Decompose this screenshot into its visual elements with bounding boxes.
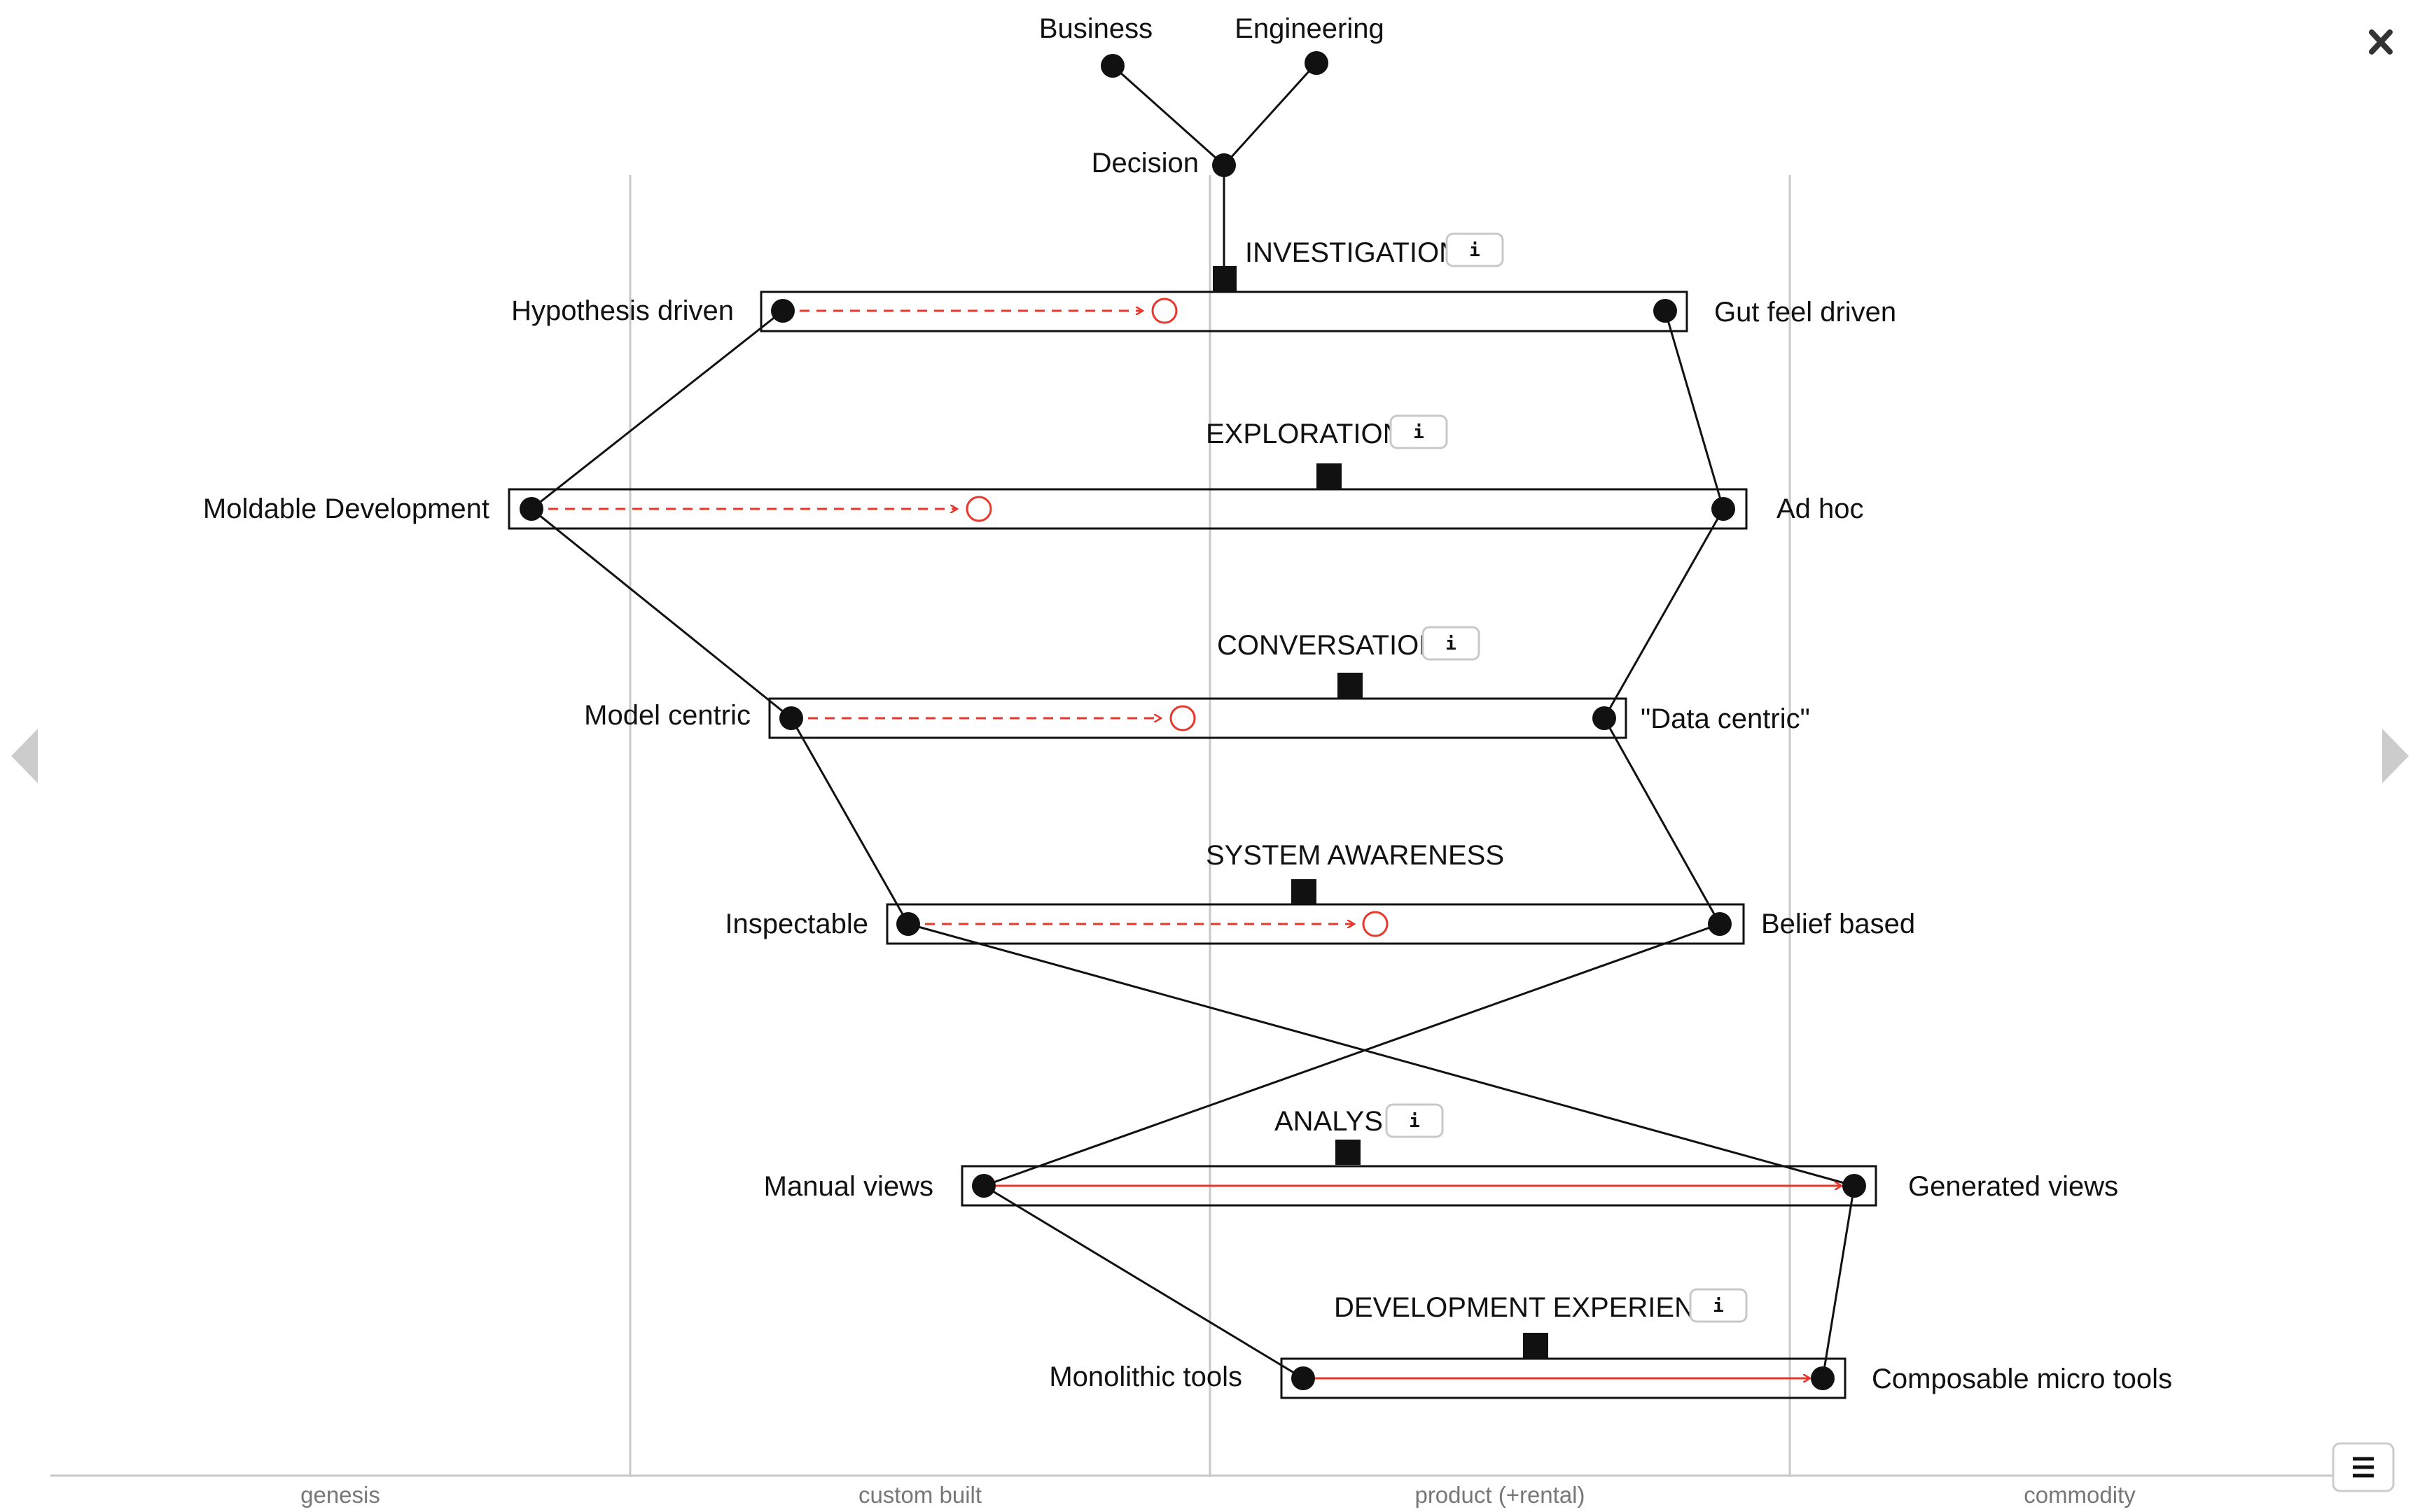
target-position [1169, 705, 1196, 732]
option-node-left[interactable] [896, 912, 920, 936]
option-node-left[interactable] [779, 706, 803, 730]
section-box [508, 488, 1748, 530]
info-icon: i [1469, 240, 1480, 261]
option-label-left: Moldable Development [203, 493, 489, 524]
option-label-left: Hypothesis driven [511, 295, 734, 326]
option-label-left: Inspectable [725, 909, 868, 939]
axis-product-rental: product (+rental) [1414, 1482, 1585, 1508]
option-label-left: Manual views [764, 1171, 933, 1202]
business-node[interactable] [1101, 54, 1125, 78]
menu-icon [2353, 1457, 2374, 1478]
section-title: INVESTIGATION [1245, 237, 1459, 268]
option-node-right[interactable] [1842, 1174, 1866, 1198]
section-marker [1523, 1333, 1548, 1358]
section-marker [1291, 879, 1316, 904]
triangle-right-icon [2382, 729, 2409, 783]
info-icon: i [1409, 1111, 1420, 1132]
decision-label: Decision [1092, 148, 1199, 178]
option-node-right[interactable] [1711, 497, 1735, 521]
option-node-left[interactable] [520, 497, 543, 521]
option-label-right: Gut feel driven [1714, 297, 1896, 328]
engineering-node[interactable] [1305, 51, 1328, 75]
close-icon [2369, 29, 2393, 55]
section-box [1280, 1357, 1847, 1399]
engineering-label: Engineering [1235, 13, 1384, 44]
section-marker [1335, 1140, 1361, 1165]
next-slide-button[interactable] [2382, 729, 2409, 783]
info-button[interactable]: i [1421, 626, 1480, 661]
option-label-right: Belief based [1761, 909, 1915, 939]
option-label-right: "Data centric" [1641, 704, 1810, 734]
section-box [768, 697, 1627, 739]
section-marker [1316, 463, 1342, 489]
target-position [966, 496, 992, 522]
option-node-right[interactable] [1653, 299, 1677, 323]
section-marker [1337, 673, 1363, 698]
business-label: Business [1039, 13, 1153, 44]
evolution-gridlines [50, 175, 2370, 1477]
info-button[interactable]: i [1385, 1103, 1444, 1138]
option-node-left[interactable] [771, 299, 795, 323]
option-label-right: Composable micro tools [1872, 1364, 2172, 1394]
info-icon: i [1713, 1296, 1724, 1317]
section-title: SYSTEM AWARENESS [1206, 840, 1504, 871]
info-icon: i [1445, 634, 1456, 654]
info-button[interactable]: i [1445, 232, 1504, 267]
section-system-awareness: SYSTEM AWARENESS Inspectable Belief base… [725, 840, 1915, 945]
section-marker [1213, 266, 1237, 291]
info-button[interactable]: i [1389, 414, 1448, 449]
info-icon: i [1413, 422, 1424, 443]
menu-button[interactable] [2332, 1442, 2395, 1492]
option-node-left[interactable] [972, 1174, 996, 1198]
axis-genesis: genesis [300, 1482, 380, 1508]
axis-commodity: commodity [2024, 1482, 2136, 1508]
target-position [1362, 911, 1389, 937]
section-exploration: EXPLORATION i Moldable Development Ad ho… [203, 414, 1864, 530]
value-chain-links [531, 62, 1856, 1380]
option-node-right[interactable] [1708, 912, 1732, 936]
section-conversation: CONVERSATION i Model centric "Data centr… [584, 626, 1810, 739]
section-title: DEVELOPMENT EXPERIENCE [1334, 1292, 1734, 1323]
info-button[interactable]: i [1689, 1288, 1748, 1323]
section-box [760, 290, 1688, 332]
section-investigation: INVESTIGATION i Hypothesis driven Gut fe… [511, 232, 1896, 332]
section-title: EXPLORATION [1206, 419, 1403, 449]
section-box [961, 1165, 1877, 1207]
option-label-left: Model centric [584, 700, 751, 731]
target-position [1151, 298, 1178, 324]
section-analysis: ANALYSIS i Manual views Generated views [764, 1103, 2118, 1207]
decision-node[interactable] [1212, 153, 1236, 177]
option-node-right[interactable] [1811, 1366, 1835, 1390]
previous-slide-button[interactable] [11, 729, 38, 783]
option-node-right[interactable] [1592, 706, 1616, 730]
option-label-right: Ad hoc [1776, 493, 1864, 524]
option-label-right: Generated views [1908, 1171, 2118, 1202]
triangle-left-icon [11, 729, 38, 783]
option-label-left: Monolithic tools [1049, 1362, 1242, 1392]
option-node-left[interactable] [1291, 1366, 1315, 1390]
axis-custom-built: custom built [858, 1482, 982, 1508]
close-button[interactable] [2364, 24, 2399, 59]
section-title: CONVERSATION [1217, 630, 1439, 661]
section-development-experience: DEVELOPMENT EXPERIENCE i Monolithic tool… [1049, 1288, 2172, 1399]
